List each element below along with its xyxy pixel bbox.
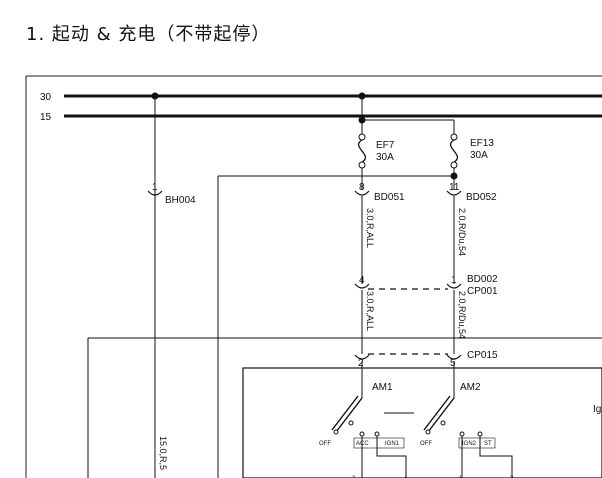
connector-cp001-label: CP001	[467, 286, 498, 297]
bracket-acc-ign1	[353, 437, 405, 449]
connector-bh004-pin: 1	[152, 182, 158, 193]
contact-left-1	[348, 420, 354, 426]
connector-bd002-label: BD002	[467, 274, 498, 285]
switch-am2-label: AM2	[460, 382, 481, 393]
bottom-pin-2: 2	[352, 476, 356, 478]
connector-bd051-pin: 8	[359, 182, 365, 193]
position-ign2: IGN2	[462, 441, 477, 447]
connector-bd002-left-symbol	[354, 283, 370, 289]
switch-am1-blade-2	[331, 395, 359, 431]
page-title: 1. 起动 & 充电（不带起停）	[26, 24, 271, 45]
connector-cp015-pin-left: 2	[358, 358, 364, 369]
switch-am1-label: AM1	[372, 382, 393, 393]
connector-cp015-right-symbol	[446, 354, 462, 360]
connector-bh004-symbol	[147, 190, 163, 196]
connector-bd052-label: BD052	[466, 192, 497, 203]
contact-ign1	[374, 431, 380, 437]
fuse-ef7-label: EF7	[376, 140, 395, 151]
connector-cp015-label: CP015	[467, 350, 498, 361]
contact-ign2	[459, 431, 465, 437]
wire-label-left-upper: 3.0,R,ALL	[365, 208, 375, 248]
wire-out-st	[479, 436, 513, 478]
contact-acc	[359, 431, 365, 437]
fuse-ef7-symbol	[357, 133, 367, 169]
position-st: ST	[484, 441, 492, 447]
contact-left-2	[440, 420, 446, 426]
contact-off-2	[425, 429, 431, 435]
connector-bd052-symbol	[446, 190, 462, 196]
switch-am2-blade-2	[423, 395, 451, 431]
rail-15-label: 15	[40, 112, 52, 123]
contact-st	[477, 431, 483, 437]
connector-cp015-pin-right: 5	[450, 358, 456, 369]
connector-bd002-pin-left: 4	[359, 275, 365, 286]
fuse-ef13-rating: 30A	[470, 150, 488, 161]
bottom-pin-1: 1	[459, 476, 463, 478]
wire-label-bh004: 15.0,R,5	[158, 436, 168, 470]
connector-bd052-pin: 11	[449, 182, 460, 193]
connector-bd051-label: BD051	[374, 192, 405, 203]
position-off-2: OFF	[420, 441, 432, 447]
position-off-1: OFF	[319, 441, 331, 447]
connector-bd051-symbol	[354, 190, 370, 196]
fuse-ef7-rating: 30A	[376, 152, 394, 163]
bottom-pin-3: 3	[510, 476, 514, 478]
rail-30-label: 30	[40, 92, 52, 103]
ignition-switch-box	[242, 367, 602, 478]
fuse-ef13-label: EF13	[470, 138, 494, 149]
switch-am2-blade	[427, 397, 455, 433]
switch-side-label: Ig	[593, 404, 601, 415]
wire-label-left-lower: 3.0,R,ALL	[365, 291, 375, 331]
fuse-ef13-symbol	[449, 133, 459, 169]
connector-cp015-left-symbol	[354, 354, 370, 360]
wire-label-right-upper: 2.0,R/Du,54	[457, 208, 467, 256]
wire-label-right-lower: 2.0,R/Du,54	[457, 291, 467, 339]
wire-out-ign1	[376, 436, 407, 478]
bottom-pin-4: 4	[404, 476, 408, 478]
switch-am1-blade	[335, 397, 363, 433]
position-ign1: IGN1	[385, 441, 400, 447]
contact-off-1	[333, 429, 339, 435]
connector-bd002-pin-right: 1	[451, 275, 457, 286]
connector-bd002-right-symbol	[446, 283, 462, 289]
connector-bh004-label: BH004	[165, 195, 196, 206]
position-acc: ACC	[356, 441, 369, 447]
bracket-ign2-st	[458, 437, 496, 449]
